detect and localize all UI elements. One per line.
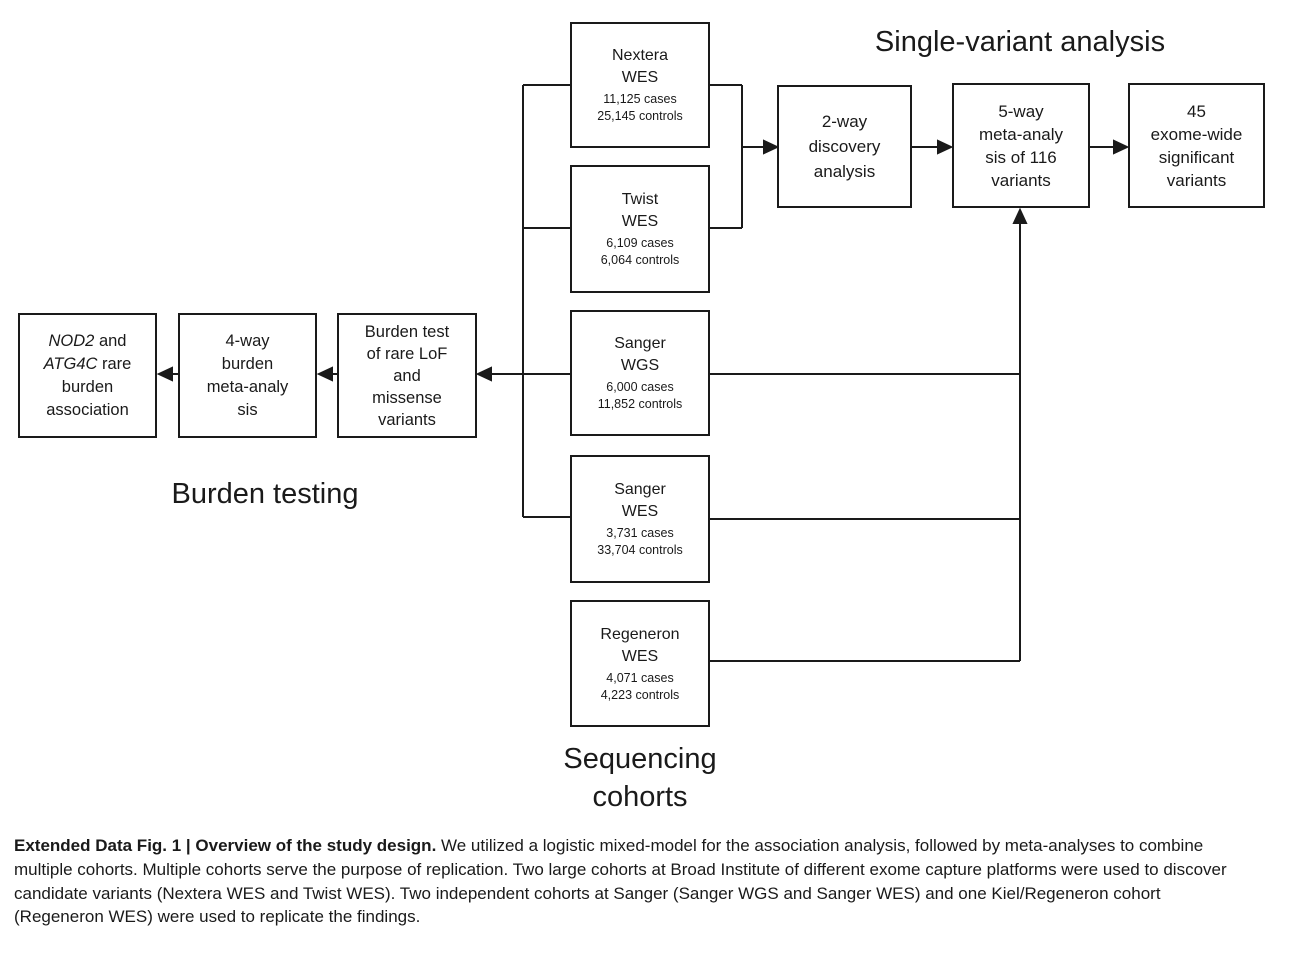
box-2way-discovery-analysis: 2-way discovery analysis	[777, 85, 912, 208]
arrowhead-to-2way	[763, 139, 780, 155]
sequencing-cohorts-line1: Sequencing	[563, 743, 717, 775]
cohort-box-regeneron-wes: Regeneron WES 4,071 cases 4,223 controls	[570, 600, 710, 727]
arrowhead-to-burden-test	[475, 366, 492, 382]
cohort-cases: 6,000 cases	[606, 380, 674, 394]
box-4way-burden-meta-analysis: 4-way burden meta-analy sis	[178, 313, 317, 438]
cohort-cases: 3,731 cases	[606, 526, 674, 540]
cohort-box-sanger-wes: Sanger WES 3,731 cases 33,704 controls	[570, 455, 710, 583]
box-line: variants	[1166, 170, 1227, 190]
box-line: exome-wide	[1150, 124, 1243, 144]
box-line: 45	[1187, 101, 1206, 121]
cohort-platform: WES	[621, 213, 659, 230]
cohort-name: Sanger	[614, 335, 666, 352]
box-line: 5-way	[998, 101, 1044, 121]
arrowhead-to-5way-bottom	[1012, 207, 1028, 224]
box-line: sis	[237, 400, 258, 419]
arrowhead-to-45	[1113, 139, 1130, 155]
box-line: and	[393, 366, 421, 385]
cohort-stats: 6,000 cases 11,852 controls	[598, 379, 683, 413]
cohort-controls: 33,704 controls	[597, 543, 683, 557]
box-line: 2-way	[821, 112, 868, 131]
box-line: of rare LoF	[366, 344, 448, 363]
burden-testing-label: Burden testing	[171, 478, 359, 510]
box-5way-meta-analysis: 5-way meta-analy sis of 116 variants	[952, 83, 1090, 208]
box-line: ATG4C rare	[44, 353, 132, 376]
box-line: variants	[991, 170, 1051, 190]
cohort-stats: 11,125 cases 25,145 controls	[597, 91, 682, 125]
gene-name-atg4c: ATG4C	[43, 354, 98, 373]
cohort-name: Nextera	[611, 47, 669, 64]
cohort-controls: 11,852 controls	[597, 397, 683, 411]
box-line: missense	[372, 388, 442, 407]
cohort-name: Regeneron	[600, 625, 680, 643]
cohort-stats: 3,731 cases 33,704 controls	[597, 525, 682, 559]
box-burden-test-rare-lof-missense: Burden test of rare LoF and missense var…	[337, 313, 477, 438]
cohort-name: Twist	[621, 191, 659, 208]
gene-name-nod2: NOD2	[48, 331, 95, 350]
arrowhead-to-4way	[316, 366, 333, 382]
box-line: sis of 116	[985, 147, 1057, 167]
caption-body: We utilized a logistic mixed-model for t…	[14, 836, 1227, 927]
cohort-name: Sanger	[614, 481, 666, 498]
cohort-cases: 4,071 cases	[606, 670, 674, 685]
sequencing-cohorts-label: Sequencing cohorts	[490, 740, 790, 816]
box-nod2-atg4c-association: NOD2 and ATG4C rare burden association	[18, 313, 157, 438]
connector-lines	[156, 84, 1130, 662]
box-line: association	[46, 400, 129, 419]
cohort-stats: 4,071 cases 4,223 controls	[601, 670, 680, 704]
box-line: significant	[1158, 147, 1235, 167]
box-line: NOD2 and	[49, 330, 127, 353]
box-line: variants	[378, 410, 436, 429]
cohort-controls: 25,145 controls	[597, 109, 683, 123]
cohort-platform: WES	[621, 503, 659, 520]
box-line: burden	[61, 377, 114, 396]
sequencing-cohorts-line2: cohorts	[592, 781, 688, 813]
cohort-platform: WGS	[620, 357, 660, 374]
cohort-controls: 6,064 controls	[600, 253, 680, 267]
cohort-platform: WES	[621, 69, 659, 86]
box-line: discovery	[808, 137, 881, 156]
box-line-text: and	[94, 331, 127, 350]
cohort-stats: 6,109 cases 6,064 controls	[601, 235, 680, 269]
cohort-controls: 4,223 controls	[600, 687, 680, 702]
figure-caption: Extended Data Fig. 1 | Overview of the s…	[14, 834, 1254, 929]
arrowhead-to-5way	[937, 139, 954, 155]
box-line-text: rare	[97, 354, 132, 373]
box-line: meta-analy	[206, 377, 289, 396]
box-line: Burden test	[364, 322, 450, 341]
single-variant-analysis-label: Single-variant analysis	[874, 26, 1166, 58]
box-line: 4-way	[225, 331, 270, 350]
caption-title: Extended Data Fig. 1 | Overview of the s…	[14, 836, 437, 855]
cohort-box-sanger-wgs: Sanger WGS 6,000 cases 11,852 controls	[570, 310, 710, 436]
cohort-cases: 6,109 cases	[606, 236, 674, 250]
cohort-cases: 11,125 cases	[603, 92, 677, 106]
box-line: meta-analy	[978, 124, 1064, 144]
cohort-box-twist-wes: Twist WES 6,109 cases 6,064 controls	[570, 165, 710, 293]
box-45-exome-wide-significant-variants: 45 exome-wide significant variants	[1128, 83, 1265, 208]
cohort-platform: WES	[621, 647, 659, 665]
cohort-box-nextera-wes: Nextera WES 11,125 cases 25,145 controls	[570, 22, 710, 148]
box-line: burden	[221, 354, 274, 373]
box-line: analysis	[813, 162, 876, 181]
arrowhead-to-nod2	[156, 366, 173, 382]
